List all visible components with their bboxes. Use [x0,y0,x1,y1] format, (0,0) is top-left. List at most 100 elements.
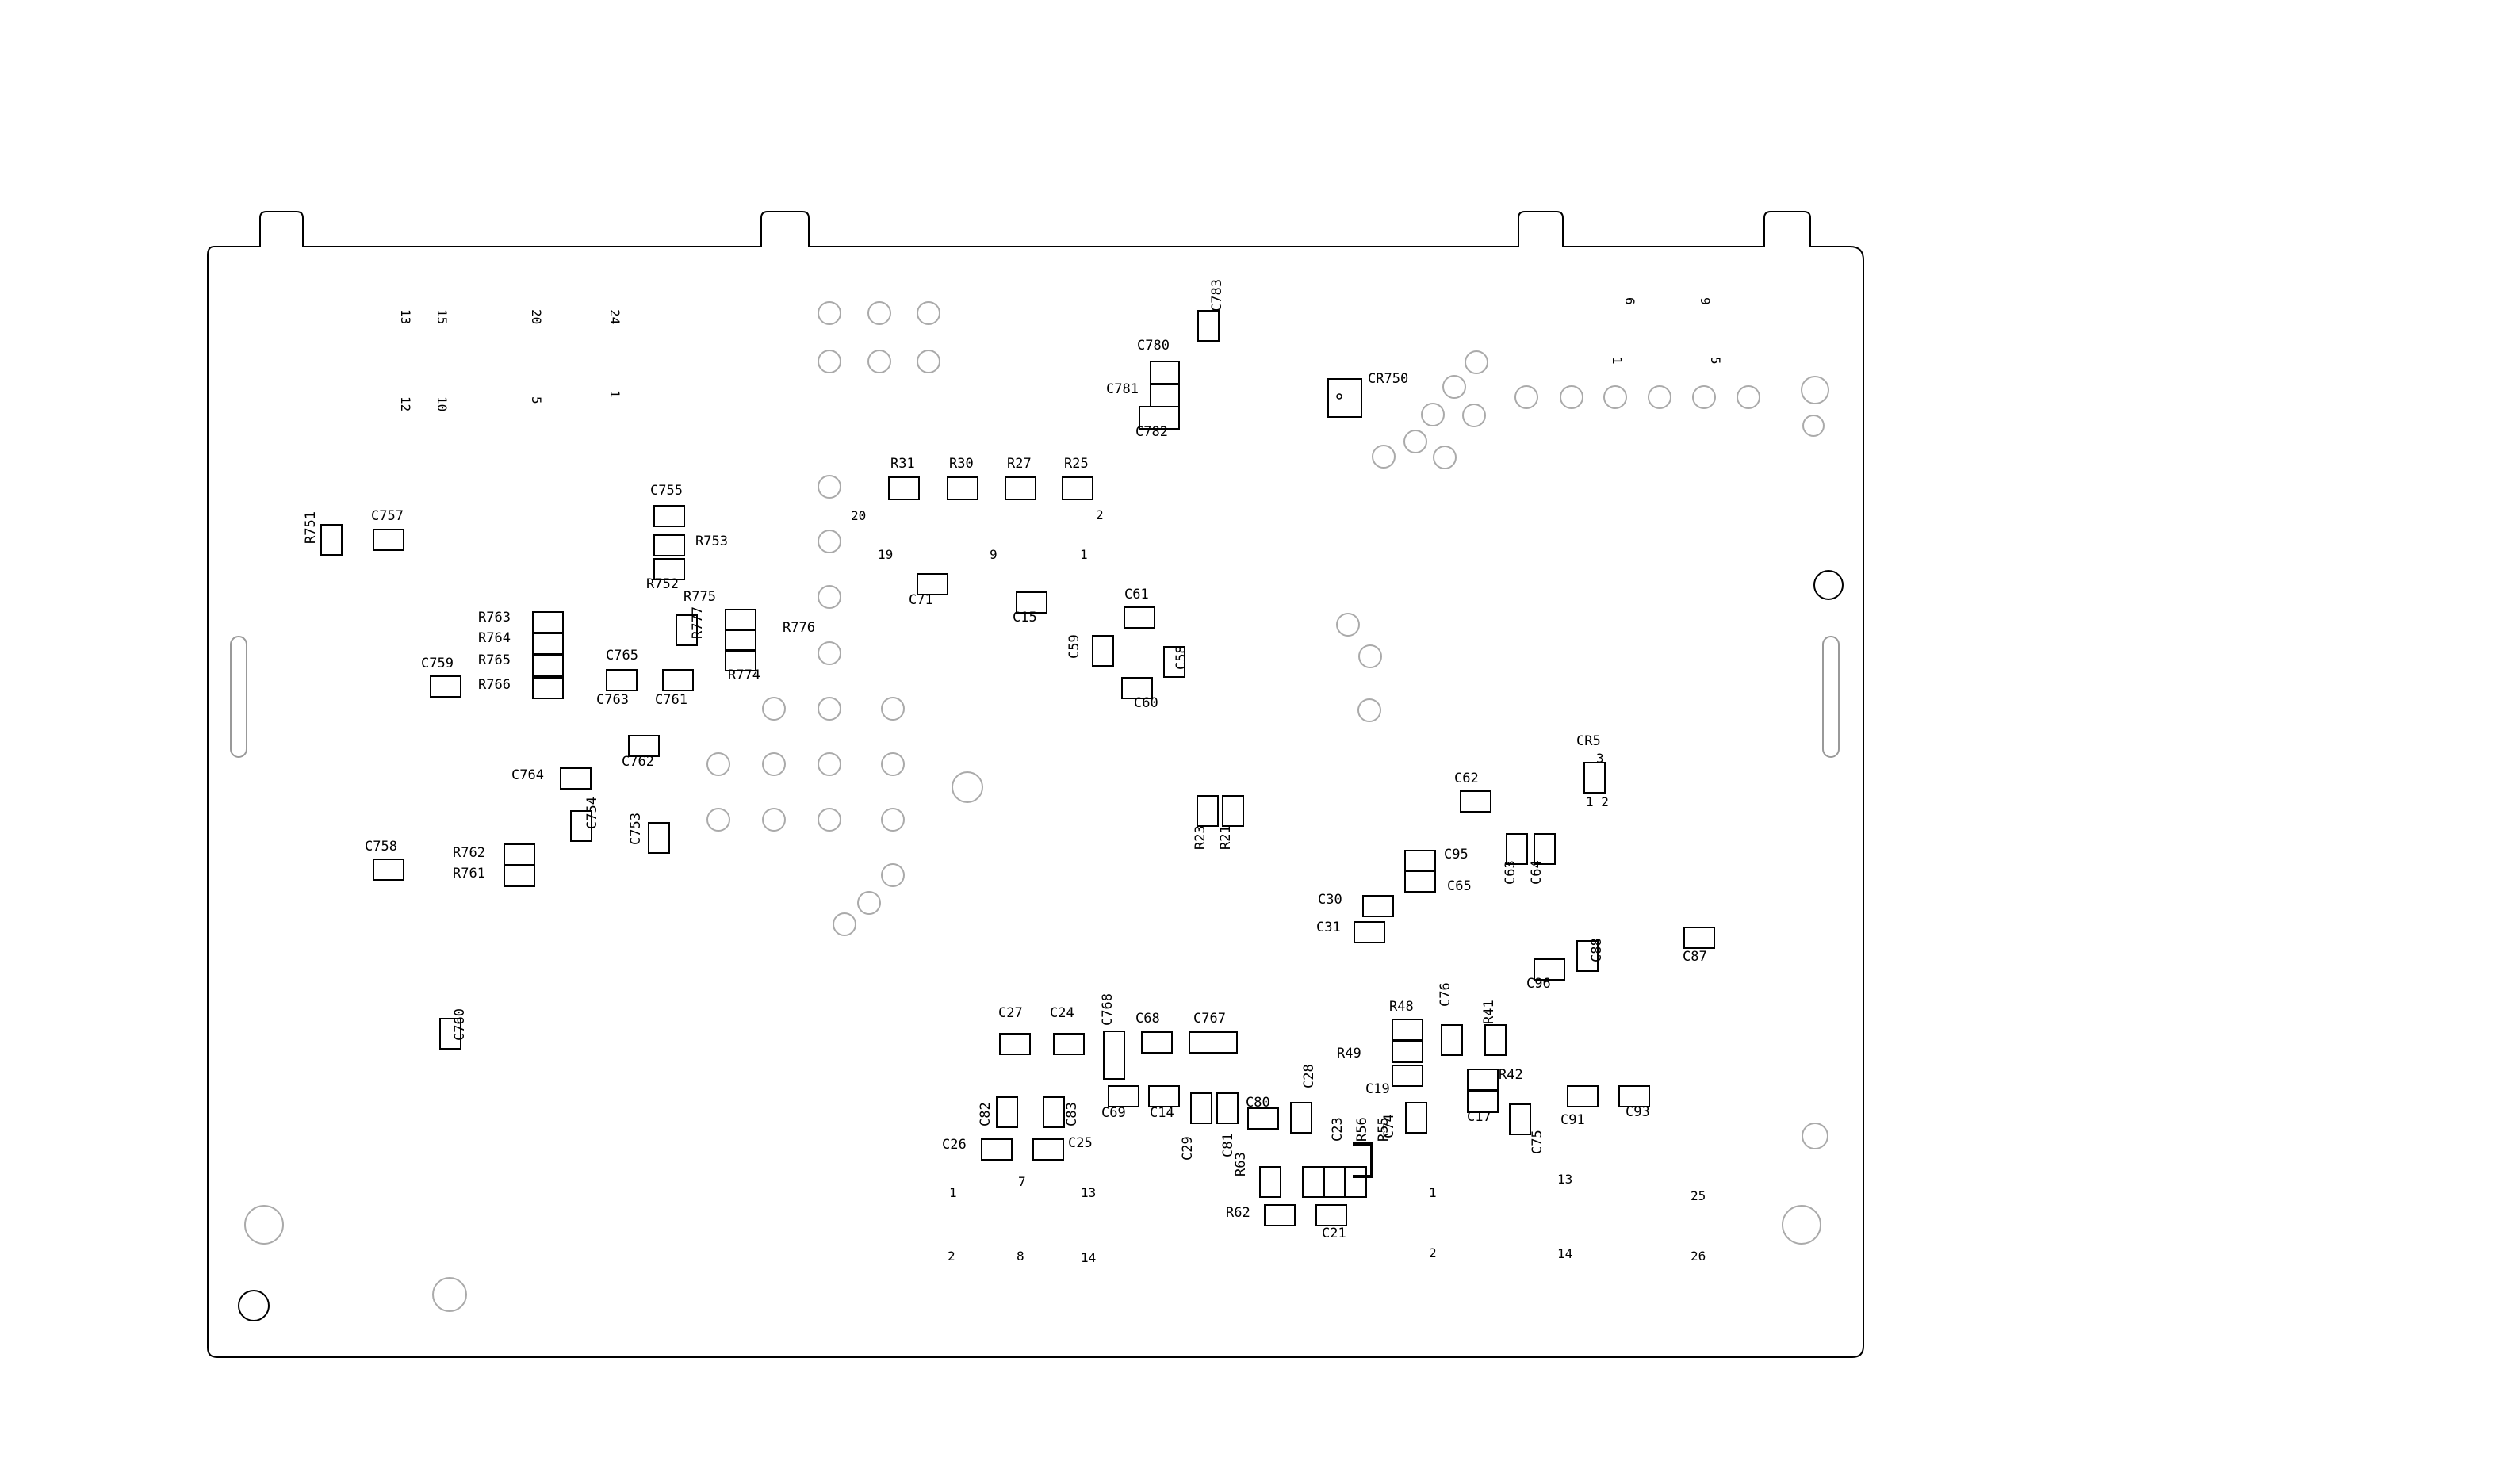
component-body [532,633,564,655]
component-c96: C96 [1526,958,1565,992]
pin-number-label: 10 [435,396,450,411]
component-body [888,476,920,500]
component-body [439,1018,461,1050]
component-body [1509,1103,1531,1135]
component-body [676,614,698,646]
via-hole [706,752,730,776]
component-body [532,677,564,699]
via-hole [818,641,841,665]
component-c28: C28 [1290,1064,1317,1134]
component-r766: R766 [478,677,564,699]
component-c63: C63 [1503,833,1528,885]
component-body [320,524,343,556]
component-ref-label: C76 [1438,982,1453,1007]
component-r48: R48 [1389,999,1423,1041]
component-ref-label: R775 [684,589,716,605]
pin-number-label: 13 [1557,1172,1572,1187]
component-cr5: CR5 [1576,733,1606,794]
component-ref-label: C23 [1330,1117,1346,1142]
component-ref-label: C24 [1050,1005,1074,1021]
component-ref-label: C82 [978,1102,994,1126]
component-ref-label: C69 [1101,1105,1126,1121]
component-ref-label: C761 [655,692,687,708]
component-c75: C75 [1509,1103,1545,1154]
via-hole [1357,698,1381,722]
via-hole [952,771,983,803]
pin-number-label: 24 [607,309,622,324]
component-ref-label: C93 [1626,1104,1650,1120]
pin-number-label: 9 [990,547,998,562]
component-body [606,669,638,691]
component-c71: C71 [909,573,948,608]
component-body [1327,378,1362,418]
component-body [570,810,592,842]
via-hole [706,808,730,832]
pin-number-label: 1 [1080,547,1088,562]
component-body [1567,1085,1599,1107]
component-body [725,629,756,652]
via-hole [244,1205,284,1245]
component-ref-label: C782 [1135,424,1168,440]
component-ref-label: C760 [452,1008,468,1041]
component-body [1150,361,1180,384]
via-hole [1802,1123,1828,1149]
component-body [1618,1085,1650,1107]
component-c755: C755 [650,483,685,527]
component-c759: C759 [421,656,461,698]
component-body [1150,384,1180,407]
component-body [1148,1085,1180,1107]
component-ref-label: R41 [1481,1000,1497,1024]
via-hole [818,475,841,499]
component-c88: C88 [1576,938,1605,972]
component-body [1392,1019,1423,1041]
component-ref-label: R752 [646,576,679,592]
component-ref-label: R27 [1007,456,1032,472]
component-ref-label: C83 [1064,1102,1080,1126]
component-ref-label: R23 [1193,825,1208,850]
left-slot [230,636,247,758]
via-hole [867,350,891,373]
via-hole [1801,376,1829,404]
component-ref-label: R48 [1389,999,1414,1015]
component-ref-label: C14 [1150,1105,1174,1121]
via-hole [881,752,905,776]
component-ref-label: R761 [453,866,485,882]
component-body [1467,1069,1499,1091]
component-body [1683,927,1715,949]
component-c754: C754 [570,797,600,842]
component-ref-label: C753 [628,813,644,845]
pin-number-label: 1 [1610,357,1625,365]
component-r763: R763 [478,610,564,633]
component-body [1259,1166,1281,1198]
via-hole [818,585,841,609]
component-ref-label: C60 [1134,695,1158,711]
component-body [430,675,461,698]
component-body [1534,833,1556,865]
via-hole [432,1277,467,1312]
component-body [1484,1024,1507,1056]
component-body [1222,795,1244,827]
component-c26: C26 [942,1137,1013,1161]
component-body [1005,476,1036,500]
component-body [1460,790,1492,813]
component-body [653,534,685,556]
via-hole [1465,350,1488,374]
component-ref-label: R753 [695,534,728,549]
component-ref-label: C68 [1135,1011,1160,1027]
component-ref-label: C65 [1447,878,1472,894]
component-body [662,669,694,691]
component-c758: C758 [365,839,404,881]
via-hole [1421,403,1445,426]
component-ref-label: C62 [1454,771,1479,786]
component-ref-label: C764 [511,767,544,783]
component-r30: R30 [947,456,978,500]
component-ref-label: C15 [1013,610,1037,625]
component-c62: C62 [1454,771,1492,813]
pin-number-label: 6 [1622,297,1637,305]
component-c87: C87 [1683,927,1715,965]
component-body [1197,310,1220,342]
component-ref-label: C783 [1209,279,1225,312]
mounting-hole [238,1290,270,1321]
component-c768: C768 [1100,993,1125,1080]
